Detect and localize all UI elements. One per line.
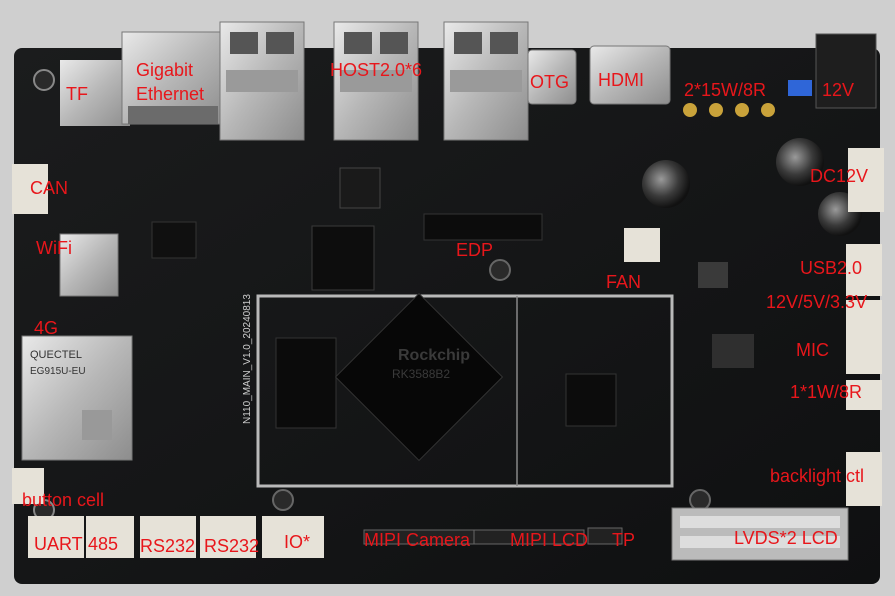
usb-host-stack [333, 21, 419, 141]
tp-connector [587, 527, 623, 545]
label-mipi-lcd: MIPI LCD [510, 530, 589, 550]
soc-model-text: RK3588B2 [392, 367, 450, 381]
module-model-text: EG915U-EU [30, 366, 86, 377]
inductor [698, 262, 728, 288]
label-button-cell: button cell [22, 490, 105, 510]
backlight-connector [846, 452, 882, 506]
label-tp: TP [612, 530, 636, 550]
speaker1-connector [846, 380, 882, 410]
usb-otg-port [527, 49, 577, 105]
label-dc12v: DC12V [810, 166, 869, 186]
label-hdmi: HDMI [598, 70, 644, 90]
can-connector [12, 164, 48, 214]
power-connector [846, 300, 882, 340]
speaker-terminals [683, 103, 775, 117]
io-connector [262, 516, 324, 558]
label-485: 485 [88, 534, 119, 554]
ic-chip [311, 225, 375, 291]
mipi-lcd-connector [473, 529, 585, 545]
label-mic: MIC [796, 340, 829, 360]
mic-connector [846, 340, 882, 374]
label-12v: 12V [822, 80, 855, 100]
rockchip-soc: Rockchip RK3588B2 [334, 292, 504, 462]
rs232-connector [200, 516, 256, 558]
ic-chip [151, 221, 197, 259]
module-brand-text: QUECTEL [30, 349, 82, 361]
mount-hole [33, 69, 55, 91]
wifi-module [59, 233, 119, 297]
label-gigabit-line2: Ethernet [136, 84, 205, 104]
hdmi-port [589, 45, 671, 105]
label-fan: FAN [606, 272, 642, 292]
label-edp: EDP [456, 240, 494, 260]
label-uart: UART [34, 534, 83, 554]
mount-hole [489, 259, 511, 281]
label-speaker-2x15w: 2*15W/8R [684, 80, 767, 100]
ic-chip [339, 167, 381, 209]
core-module-outline [256, 294, 674, 488]
capacitor [776, 138, 824, 186]
lte-module: QUECTEL EG915U-EU [21, 335, 133, 461]
label-host: HOST2.0*6 [330, 60, 423, 80]
label-tf: TF [66, 84, 88, 104]
label-io: IO* [284, 532, 311, 552]
button-cell-connector [12, 468, 44, 504]
label-speaker-1x1w: 1*1W/8R [790, 382, 863, 402]
usb-host-stack [443, 21, 529, 141]
rs232-connector [140, 516, 196, 558]
label-power: 12V/5V/3.3V [766, 292, 868, 312]
rs485-connector [86, 516, 134, 558]
memory-chip [275, 337, 337, 429]
uart-connector [28, 516, 84, 558]
soc-brand-text: Rockchip [398, 347, 470, 364]
label-backlight: backlight ctl [770, 466, 865, 486]
mount-hole [272, 489, 294, 511]
label-rs232-b: RS232 [204, 536, 260, 556]
board-name-text: N110_MAIN_V1.0_20240813 [242, 294, 253, 424]
mount-hole [689, 489, 711, 511]
tf-slot [60, 60, 130, 126]
capacitor [642, 160, 690, 208]
label-gigabit-line1: Gigabit [136, 60, 194, 80]
fan-connector [624, 228, 660, 262]
dc-jack [815, 33, 877, 109]
lvds-connector [671, 507, 849, 561]
dc12v-connector [848, 148, 884, 212]
inductor [712, 334, 754, 368]
label-lvds: LVDS*2 LCD [734, 528, 838, 548]
usb-host-stack [219, 21, 305, 141]
label-rs232-a: RS232 [140, 536, 196, 556]
usb2-connector [846, 244, 882, 296]
label-otg: OTG [530, 72, 569, 92]
label-4g: 4G [34, 318, 59, 338]
edp-header [423, 213, 543, 241]
label-mipi-camera: MIPI Camera [364, 530, 471, 550]
label-wifi: WiFi [36, 238, 72, 258]
label-can: CAN [30, 178, 69, 198]
pmic-chip [565, 373, 617, 427]
label-usb2: USB2.0 [800, 258, 863, 278]
